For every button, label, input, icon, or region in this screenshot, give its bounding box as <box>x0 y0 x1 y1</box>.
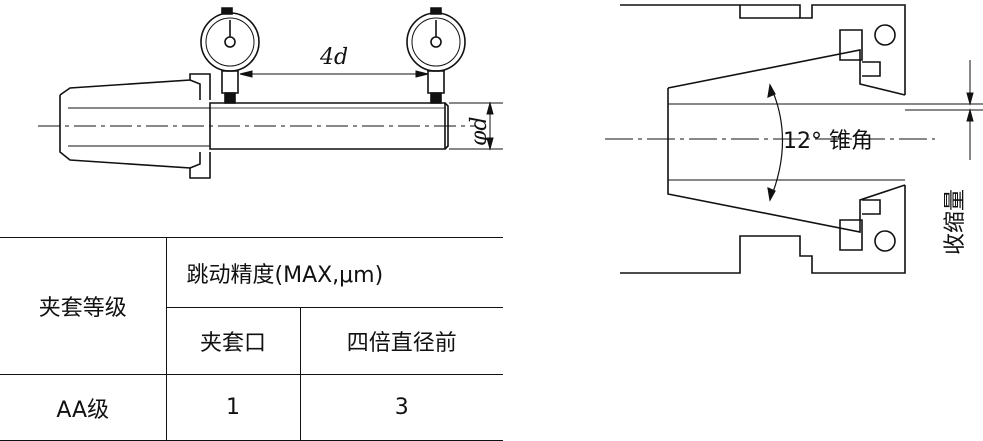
diameter-label: φd <box>467 117 492 147</box>
dial-indicator-right <box>407 8 465 103</box>
row-mouth: 1 <box>165 374 301 441</box>
angle-label: 12° 锥角 <box>783 129 873 154</box>
runout-spec-table: 夹套等级 跳动精度(MAX,μm) 夹套口 四倍直径前 AA级 1 3 <box>0 237 504 441</box>
distance-dimension <box>240 71 428 77</box>
left-runout-diagram: 4d φd <box>0 0 520 235</box>
distance-label: 4d <box>319 45 348 70</box>
dial-indicator-left <box>201 8 259 103</box>
holder-taper-outline <box>60 74 210 100</box>
header-mouth: 夹套口 <box>165 307 301 375</box>
header-runout: 跳动精度(MAX,μm) <box>165 237 504 308</box>
header-four-d: 四倍直径前 <box>299 307 504 375</box>
row-grade: AA级 <box>0 374 167 441</box>
row-four-d: 3 <box>299 374 504 441</box>
table-row: AA级 1 3 <box>0 374 504 441</box>
header-grade: 夹套等级 <box>0 237 167 375</box>
diameter-dimension <box>449 103 503 149</box>
shrink-label: 收缩量 <box>943 189 968 255</box>
